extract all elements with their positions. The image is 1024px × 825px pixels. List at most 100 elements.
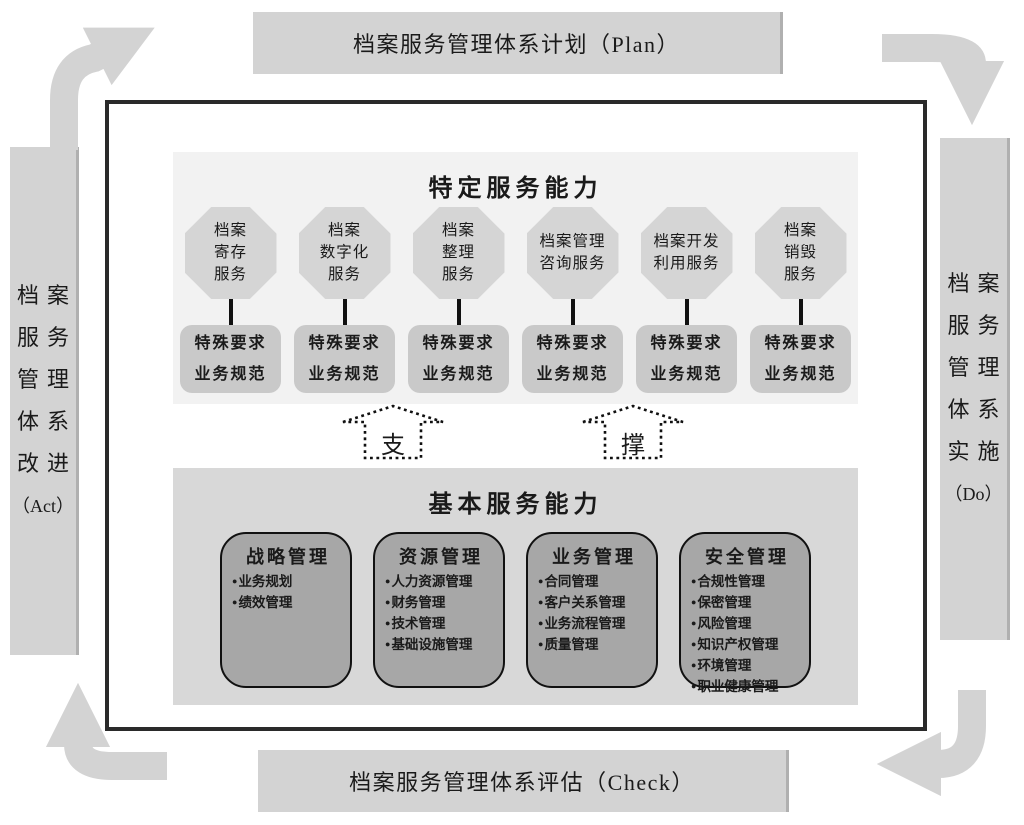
specific-services-title: 特定服务能力 bbox=[428, 176, 603, 202]
connector-line bbox=[798, 299, 803, 325]
requirement-box: 特殊要求 业务规范 bbox=[408, 325, 509, 393]
pdca-act-line: 改进 bbox=[17, 451, 78, 476]
list-item: ●客户关系管理 bbox=[538, 593, 650, 614]
cycle-arrow-do-to-check-icon bbox=[876, 690, 986, 797]
list-item-label: 业务流程管理 bbox=[544, 615, 626, 631]
pdca-check-label: 档案服务管理体系评估（Check） bbox=[349, 770, 695, 795]
service-column: 档案 寄存 服务 特殊要求 业务规范 bbox=[180, 207, 281, 393]
list-item: ●人力资源管理 bbox=[385, 572, 497, 593]
cycle-arrow-act-to-plan-icon bbox=[50, 27, 155, 150]
pdca-plan-label: 档案服务管理体系计划（Plan） bbox=[352, 32, 681, 57]
bullet-icon: ● bbox=[232, 576, 238, 586]
service-octagon: 档案 数字化 服务 bbox=[298, 207, 391, 299]
list-item: ●风险管理 bbox=[691, 614, 803, 635]
list-item-label: 保密管理 bbox=[697, 594, 752, 610]
capability-row: 战略管理 ●业务规划 ●绩效管理 资源管理 ●人力资源管理 ●财务管理 ●技术管… bbox=[173, 532, 858, 694]
bullet-icon: ● bbox=[691, 617, 697, 628]
list-item: ●环境管理 bbox=[691, 656, 803, 677]
list-item-label: 财务管理 bbox=[391, 594, 446, 610]
list-item: ●职业健康管理 bbox=[691, 677, 803, 698]
bullet-icon: ● bbox=[691, 576, 697, 586]
service-octagon: 档案 整理 服务 bbox=[412, 207, 505, 299]
bullet-icon: ● bbox=[385, 617, 391, 628]
list-item: ●绩效管理 bbox=[232, 593, 344, 614]
requirement-box: 特殊要求 业务规范 bbox=[750, 325, 851, 393]
bullet-icon: ● bbox=[385, 638, 391, 649]
pdca-act-bar: 档案 服务 管理 体系 改进 （Act） bbox=[10, 147, 79, 655]
pdca-do-line: 档案 bbox=[947, 271, 1008, 296]
bullet-icon: ● bbox=[385, 576, 391, 586]
service-column: 档案 销毁 服务 特殊要求 业务规范 bbox=[750, 207, 851, 393]
pdca-act-line: 档案 bbox=[17, 283, 78, 308]
list-item-label: 合规性管理 bbox=[697, 574, 765, 589]
requirement-label: 特殊要求 业务规范 bbox=[764, 334, 837, 383]
bullet-icon: ● bbox=[538, 596, 544, 607]
service-octagon: 档案 销毁 服务 bbox=[754, 207, 847, 299]
pdca-do-line: 管理 bbox=[947, 355, 1008, 380]
service-column: 档案 整理 服务 特殊要求 业务规范 bbox=[408, 207, 509, 393]
pdca-act-line: 管理 bbox=[17, 367, 78, 392]
connector-line bbox=[342, 299, 347, 325]
requirement-box: 特殊要求 业务规范 bbox=[636, 325, 737, 393]
bullet-icon: ● bbox=[538, 576, 544, 586]
capability-title: 安全管理 bbox=[705, 547, 789, 567]
service-label: 档案开发 利用服务 bbox=[653, 233, 720, 272]
pdca-do-line: 体系 bbox=[947, 397, 1008, 422]
list-item-label: 客户关系管理 bbox=[544, 594, 626, 610]
list-item: ●技术管理 bbox=[385, 614, 497, 635]
pdca-do-line: （Do） bbox=[944, 484, 1003, 504]
list-item-label: 基础设施管理 bbox=[391, 636, 473, 652]
support-arrow-right: 撑 bbox=[577, 400, 689, 462]
requirement-label: 特殊要求 业务规范 bbox=[650, 334, 723, 383]
bullet-icon: ● bbox=[691, 596, 697, 607]
service-octagon-row: 档案 寄存 服务 特殊要求 业务规范 档案 数字化 服务 特殊要求 业务规范 档 bbox=[173, 207, 858, 393]
requirement-label: 特殊要求 业务规范 bbox=[194, 334, 267, 383]
pdca-act-line: 服务 bbox=[17, 325, 78, 350]
requirement-label: 特殊要求 业务规范 bbox=[536, 334, 609, 383]
list-item-label: 职业健康管理 bbox=[697, 678, 779, 694]
support-arrow-left: 支 bbox=[337, 400, 449, 462]
basic-services-title: 基本服务能力 bbox=[428, 492, 603, 518]
capability-box-business: 业务管理 ●合同管理 ●客户关系管理 ●业务流程管理 ●质量管理 bbox=[526, 532, 658, 688]
service-label: 档案 数字化 服务 bbox=[319, 222, 370, 283]
list-item: ●知识产权管理 bbox=[691, 635, 803, 656]
capability-box-strategy: 战略管理 ●业务规划 ●绩效管理 bbox=[220, 532, 352, 688]
service-label: 档案管理 咨询服务 bbox=[539, 233, 606, 272]
list-item: ●业务规划 bbox=[232, 572, 344, 593]
requirement-box: 特殊要求 业务规范 bbox=[294, 325, 395, 393]
specific-services-section: 特定服务能力 档案 寄存 服务 特殊要求 业务规范 档案 数字化 服务 特殊要求… bbox=[173, 152, 858, 404]
basic-services-section: 基本服务能力 战略管理 ●业务规划 ●绩效管理 资源管理 ●人力资源管理 ●财务… bbox=[173, 468, 858, 705]
dotted-up-arrow-icon bbox=[582, 404, 684, 460]
connector-line bbox=[570, 299, 575, 325]
connector-line bbox=[228, 299, 233, 325]
pdca-do-line: 实施 bbox=[947, 439, 1008, 464]
support-arrow-label: 撑 bbox=[621, 433, 645, 459]
service-octagon: 档案 寄存 服务 bbox=[184, 207, 277, 299]
connector-line bbox=[456, 299, 461, 325]
bullet-icon: ● bbox=[691, 680, 697, 691]
service-column: 档案管理 咨询服务 特殊要求 业务规范 bbox=[522, 207, 623, 393]
capability-box-security: 安全管理 ●合规性管理 ●保密管理 ●风险管理 ●知识产权管理 ●环境管理 ●职… bbox=[679, 532, 811, 694]
capability-title: 资源管理 bbox=[399, 547, 483, 567]
bullet-icon: ● bbox=[691, 659, 697, 670]
service-octagon: 档案管理 咨询服务 bbox=[526, 207, 619, 299]
pdca-plan-bar: 档案服务管理体系计划（Plan） bbox=[253, 12, 783, 74]
list-item-label: 风险管理 bbox=[697, 615, 752, 631]
requirement-label: 特殊要求 业务规范 bbox=[308, 334, 381, 383]
list-item-label: 知识产权管理 bbox=[697, 636, 779, 652]
pdca-act-line: 体系 bbox=[17, 409, 78, 434]
service-column: 档案 数字化 服务 特殊要求 业务规范 bbox=[294, 207, 395, 393]
service-column: 档案开发 利用服务 特殊要求 业务规范 bbox=[636, 207, 737, 393]
connector-line bbox=[684, 299, 689, 325]
cycle-arrow-plan-to-do-icon bbox=[882, 34, 1005, 126]
capability-box-resources: 资源管理 ●人力资源管理 ●财务管理 ●技术管理 ●基础设施管理 bbox=[373, 532, 505, 688]
list-item: ●财务管理 bbox=[385, 593, 497, 614]
dotted-up-arrow-icon bbox=[342, 404, 444, 460]
pdca-act-line: （Act） bbox=[12, 496, 74, 516]
bullet-icon: ● bbox=[232, 596, 238, 607]
service-label: 档案 销毁 服务 bbox=[783, 222, 817, 283]
pdca-check-bar: 档案服务管理体系评估（Check） bbox=[258, 750, 789, 812]
list-item-label: 环境管理 bbox=[697, 657, 752, 673]
requirement-box: 特殊要求 业务规范 bbox=[522, 325, 623, 393]
